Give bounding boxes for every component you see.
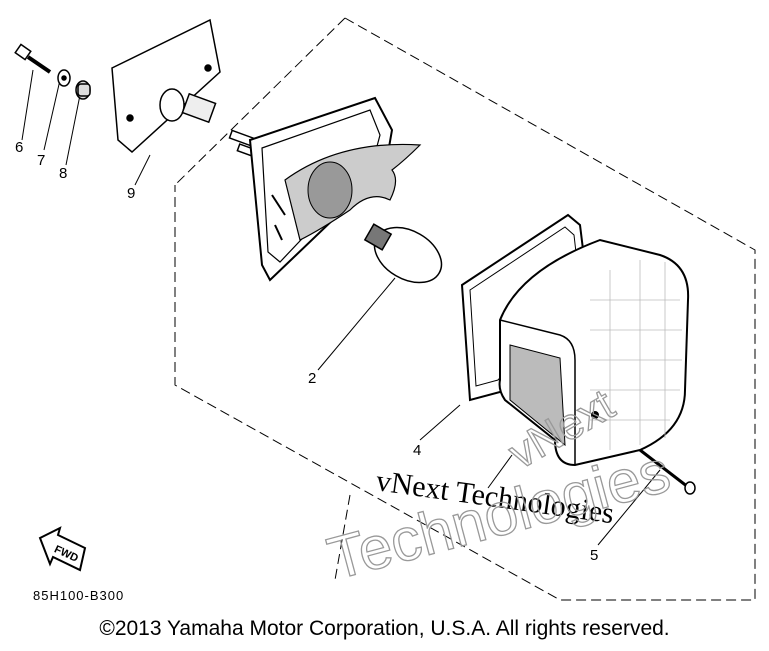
callout-4: 4 — [413, 442, 421, 459]
bulb-part — [363, 223, 443, 284]
copyright-notice: ©2013 Yamaha Motor Corporation, U.S.A. A… — [99, 617, 670, 640]
lens-housing-part — [498, 238, 690, 467]
bracket-part — [111, 18, 221, 154]
leader-lines — [21, 69, 661, 546]
base-housing-part — [248, 96, 422, 282]
washer-part — [57, 69, 71, 87]
fwd-arrow-icon: FWD — [38, 526, 87, 572]
callout-5: 5 — [590, 547, 598, 564]
screw-part — [639, 448, 696, 495]
callout-9: 9 — [127, 185, 135, 202]
callout-2: 2 — [308, 370, 316, 387]
callout-6: 6 — [15, 139, 23, 156]
exploded-parts-diagram: 6 7 8 9 2 4 5 vNext Technologies vNext T… — [14, 17, 756, 603]
watermark-outline-technologies: Technologies — [321, 437, 677, 592]
nut-part — [75, 80, 91, 100]
callout-8: 8 — [59, 165, 67, 182]
bolt-part — [14, 43, 52, 74]
part-code: 85H100-B300 — [33, 588, 124, 603]
assembly-boundary — [174, 17, 756, 601]
callout-7: 7 — [37, 152, 45, 169]
